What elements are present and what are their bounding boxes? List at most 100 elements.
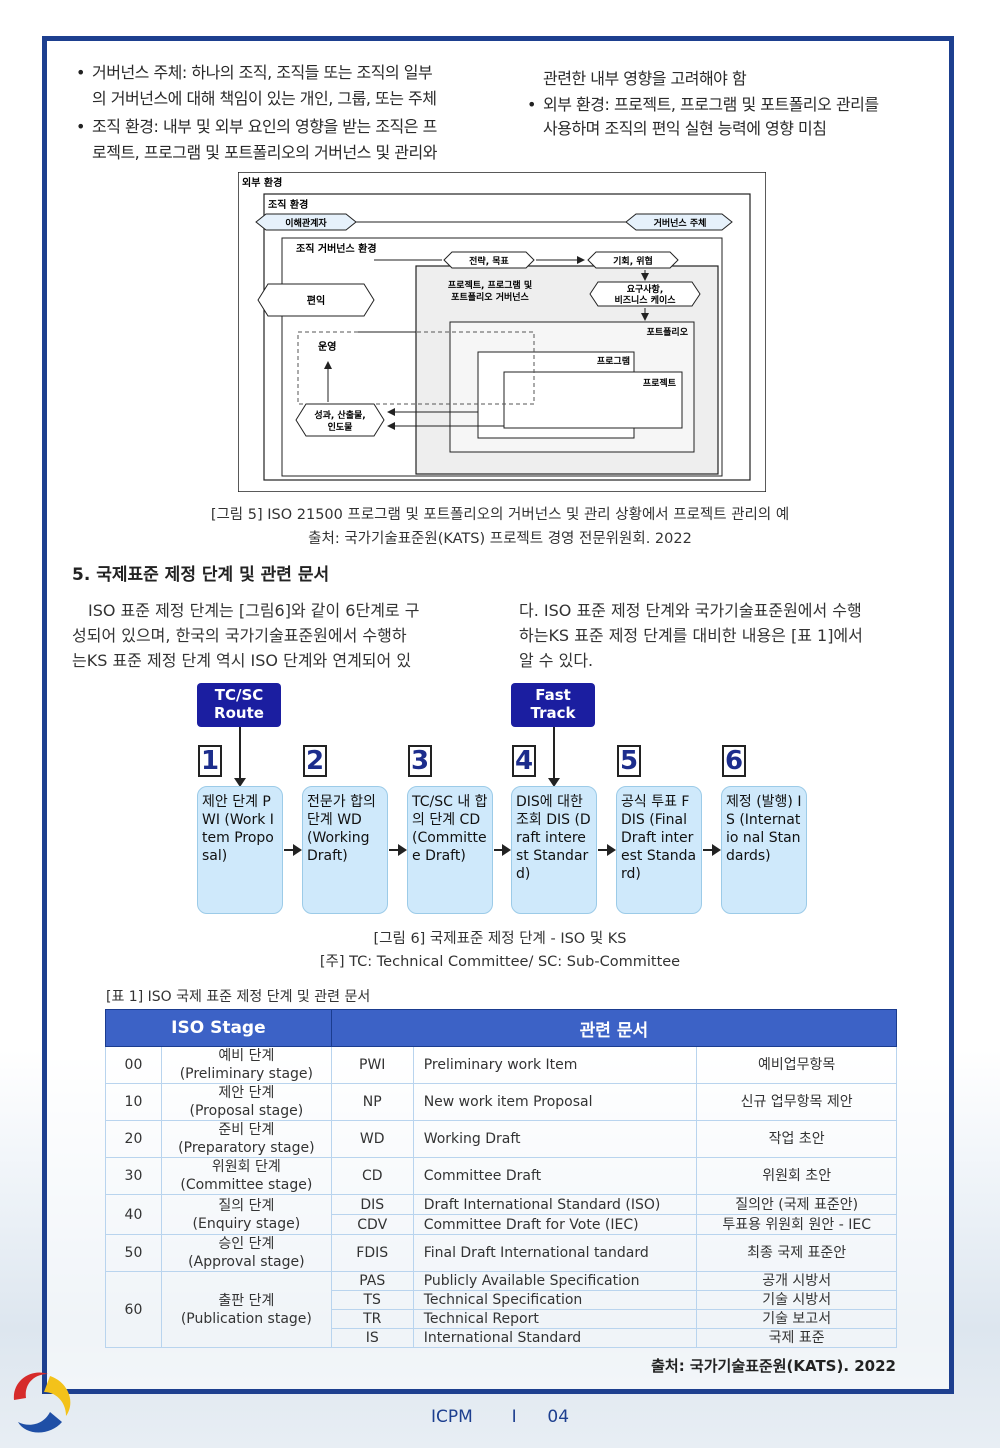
doc-abbr: WD [330,1120,414,1158]
stage-code: 00 [105,1046,162,1084]
benefit-shape [257,283,375,317]
fast-track-arrow [548,727,560,787]
table-row: TR Technical Report 기술 보고서 [106,1309,897,1329]
section-left-line-1: ISO 표준 제정 단계는 [그림6]와 같이 6단계로 구 [88,601,420,620]
doc-ko: 투표용 위원회 원안 - IEC [696,1214,897,1235]
stage-arrow-2 [389,844,407,856]
doc-en: Working Draft [412,1120,698,1158]
stage-code: 50 [105,1234,162,1272]
opportunity-label: 기회, 위협 [613,255,653,267]
figure-5-source: 출처: 국가기술표준원(KATS) 프로젝트 경영 전문위원회. 2022 [308,531,692,547]
requirements-shape [589,281,701,307]
stage-code: 30 [105,1157,162,1195]
stage-name: 제안 단계 (Proposal stage) [160,1083,332,1121]
doc-ko: 최종 국제 표준안 [696,1234,897,1272]
doc-ko: 공개 시방서 [696,1271,897,1291]
table-row: 00 예비 단계(Preliminary stage) PWI Prelimin… [105,1046,897,1084]
stage-arrow-5 [703,844,721,856]
section-heading: 5. 국제표준 제정 단계 및 관련 문서 [72,565,330,585]
stage-1-box: 제안 단계 PWI (Work Item Proposal) [197,786,283,914]
footer-page-number: 04 [547,1407,570,1427]
tc-sc-route-arrow [234,727,246,787]
doc-en: Committee Draft [412,1157,698,1195]
output-label-1: 성과, 산출물, [314,409,365,421]
project-label: 프로젝트 [643,377,677,389]
stage-name-ko: 제안 단계 [218,1085,275,1101]
stage-name-en: (Publication stage) [180,1310,312,1327]
section-right-line-1: 다. ISO 표준 제정 단계와 국가기술표준원에서 수행 [519,601,862,620]
doc-ko: 질의안 (국제 표준안) [696,1194,897,1215]
doc-en: Publicly Available Specification [412,1271,698,1291]
portfolio-label: 포트폴리오 [647,326,689,338]
doc-ko: 신규 업무항목 제안 [696,1083,897,1121]
figure-5-diagram: 외부 환경 조직 환경 조직 거버넌스 환경 프로젝트, 프로그램 및 포트폴리… [238,172,766,492]
tc-sc-route-box: TC/SC Route [197,683,281,727]
stage-name-en: (Proposal stage) [189,1103,304,1119]
stage-arrow-3 [494,844,511,856]
bullet-3-line-2: 사용하며 조직의 편익 실현 능력에 영향 미침 [543,119,827,138]
doc-ko: 작업 초안 [696,1120,897,1158]
figure-6-note: [주] TC: Technical Committee/ SC: Sub-Com… [319,954,681,970]
stage-3-box: TC/SC 내 합의 단계 CD (Committee Draft) [407,786,493,914]
org-gov-label: 조직 거버넌스 환경 [296,242,377,255]
stage-name-ko: 출판 단계 [218,1292,275,1309]
doc-ko: 기술 시방서 [696,1290,897,1310]
header-iso-stage: ISO Stage [105,1009,332,1047]
stage-code: 20 [105,1120,162,1158]
stage-name: 위원회 단계(Committee stage) [160,1157,332,1195]
bullet-2-line-1: 조직 환경: 내부 및 외부 요인의 영향을 받는 조직은 프 [92,117,437,136]
table-row: 40 질의 단계(Enquiry stage) DIS Draft Intern… [105,1194,897,1235]
stage-1-number: 1 [198,745,222,777]
doc-ko: 예비업무항목 [696,1046,897,1084]
stage-name-en: (Enquiry stage) [192,1215,301,1232]
doc-en: Final Draft International tandard [412,1234,698,1272]
stage-arrow-1 [284,844,302,856]
section-right-line-2: 하는KS 표준 제정 단계를 대비한 내용은 [표 1]에서 [519,626,863,645]
stage-name-en: (Preparatory stage) [178,1140,315,1156]
ppp-gov-label-1: 프로젝트, 프로그램 및 [448,279,532,291]
doc-ko: 국제 표준 [696,1328,897,1348]
doc-en: Preliminary work Item [412,1046,698,1084]
stage-name: 승인 단계(Approval stage) [160,1234,332,1272]
stage-code: 60 [105,1271,162,1348]
table-1-title: [표 1] ISO 국제 표준 제정 단계 및 관련 문서 [106,989,371,1005]
doc-abbr: PAS [330,1271,414,1291]
stage-code: 40 [105,1194,162,1235]
table-row: 30 위원회 단계(Committee stage) CD Committee … [105,1157,897,1195]
doc-en: Technical Specification [412,1290,698,1310]
requirements-label-1: 요구사항, [627,283,664,295]
stage-6-number: 6 [722,745,746,777]
footer-brand: ICPM [430,1407,473,1427]
bullet-3-marker: • [527,95,537,114]
doc-ko: 기술 보고서 [696,1309,897,1329]
footer-separator: I [511,1407,517,1427]
fast-track-box: Fast Track [511,683,595,727]
ppp-gov-label-2: 포트폴리오 거버넌스 [451,291,529,303]
output-shape [295,403,385,437]
page-frame [42,36,954,1394]
doc-en: Committee Draft for Vote (IEC) [412,1214,698,1235]
doc-abbr: TR [330,1309,414,1329]
doc-abbr: NP [330,1083,414,1121]
stage-6-box: 제정 (발행) IS (Internatio nal Standards) [721,786,807,914]
stage-4-number: 4 [512,745,536,777]
stage-name: 출판 단계(Publication stage) [160,1271,332,1348]
stage-name: 예비 단계(Preliminary stage) [160,1046,332,1084]
doc-en: Draft International Standard (ISO) [412,1194,698,1215]
stage-5-number: 5 [617,745,641,777]
doc-abbr: TS [330,1290,414,1310]
stage-name: 준비 단계(Preparatory stage) [160,1120,332,1158]
bullet-2-line-2: 로젝트, 프로그램 및 포트폴리오의 거버넌스 및 관리와 [92,143,437,162]
doc-abbr: DIS [330,1194,414,1215]
figure-5-caption: [그림 5] ISO 21500 프로그램 및 포트폴리오의 거버넌스 및 관리… [210,507,790,523]
section-left-line-3: 는KS 표준 제정 단계 역시 ISO 단계와 연계되어 있 [72,651,412,670]
stage-name-ko: 위원회 단계 [211,1159,281,1175]
table-row: 50 승인 단계(Approval stage) FDIS Final Draf… [105,1234,897,1272]
stage-code: 10 [105,1083,162,1121]
opportunity-shape [587,251,679,269]
stage-name-ko: 질의 단계 [218,1197,275,1214]
gov-subject-shape [625,213,733,231]
iso-stage-table: ISO Stage 관련 문서 00 예비 단계(Preliminary sta… [105,1009,898,1348]
bullet-2-continuation: 관련한 내부 영향을 고려해야 함 [543,69,747,88]
stage-name-ko: 예비 단계 [218,1048,275,1064]
